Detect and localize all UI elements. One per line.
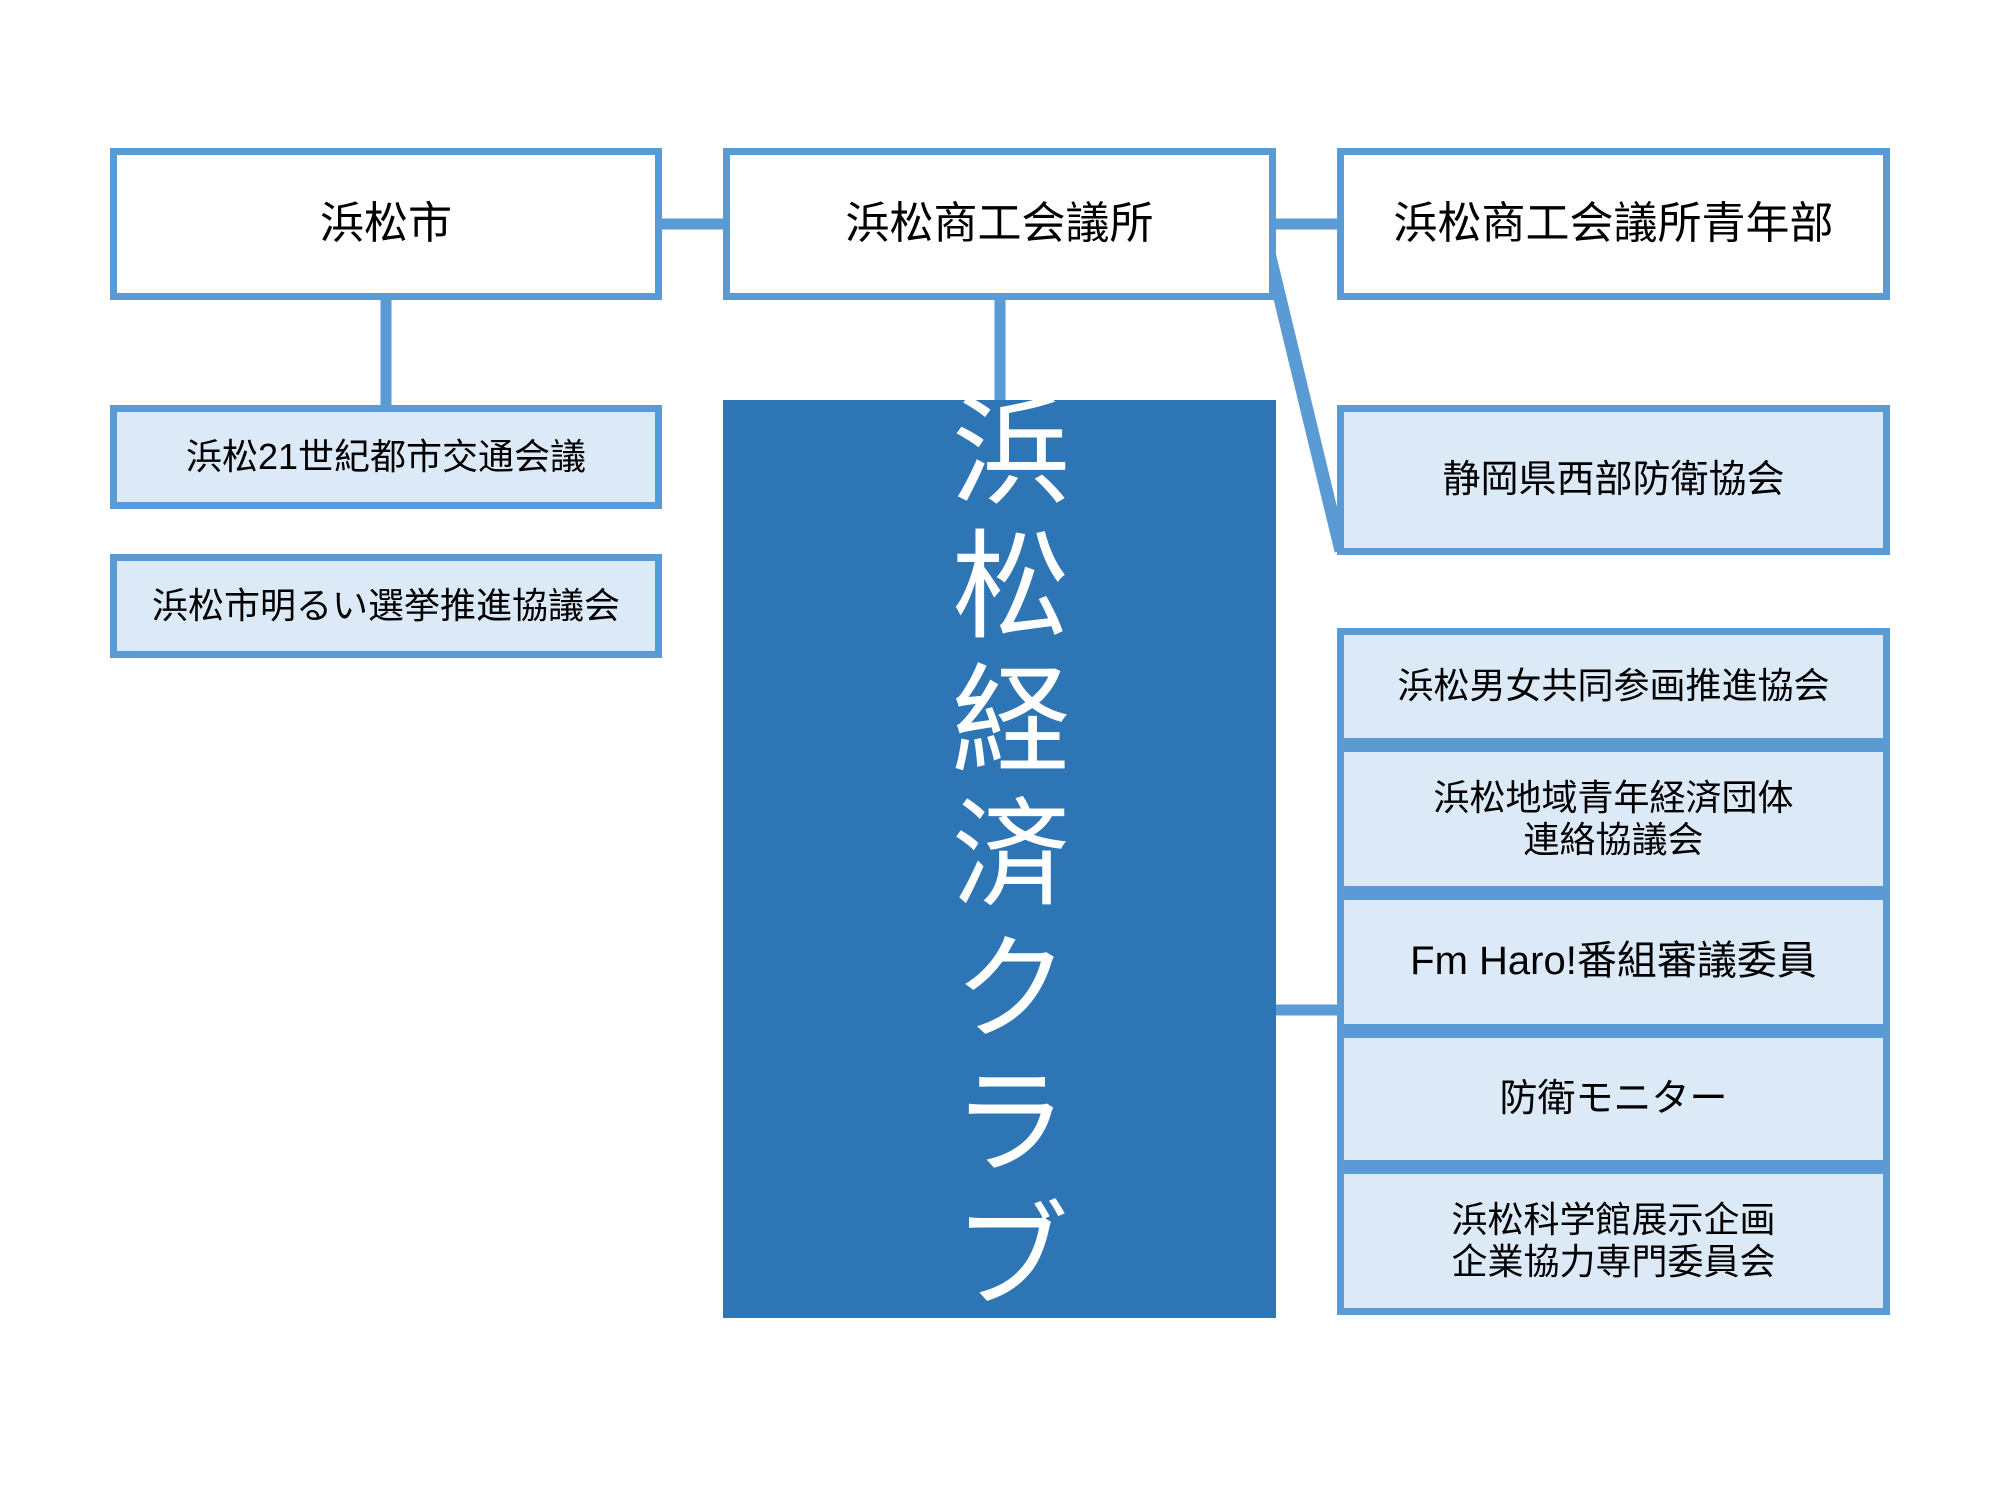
- node-label: 浜松男女共同参画推進協会: [1397, 665, 1830, 707]
- node-shizuoka-western-defense-association[interactable]: 静岡県西部防衛協会: [1337, 405, 1890, 555]
- node-bright-election-promotion-council[interactable]: 浜松市明るい選挙推進協議会: [110, 554, 662, 658]
- node-label: 浜松21世紀都市交通会議: [185, 435, 587, 477]
- node-science-museum-exhibit-corporate-cooperation-committee[interactable]: 浜松科学館展示企画 企業協力専門委員会: [1337, 1167, 1890, 1315]
- node-label: 浜松商工会議所: [845, 199, 1154, 249]
- node-label: 浜松市: [320, 199, 452, 249]
- node-chamber-of-commerce-youth-division[interactable]: 浜松商工会議所青年部: [1337, 148, 1890, 300]
- node-hamamatsu-city[interactable]: 浜松市: [110, 148, 662, 300]
- node-label: 浜松地域青年経済団体 連絡協議会: [1433, 776, 1794, 860]
- node-hamamatsu-chamber-of-commerce[interactable]: 浜松商工会議所: [723, 148, 1276, 300]
- node-label: Fm Haro!番組審議委員: [1410, 939, 1817, 984]
- node-regional-youth-economic-organizations-liaison-council[interactable]: 浜松地域青年経済団体 連絡協議会: [1337, 745, 1890, 893]
- node-label: 浜松商工会議所青年部: [1393, 199, 1834, 249]
- node-label: 浜松科学館展示企画 企業協力専門委員会: [1451, 1198, 1776, 1282]
- node-hamamatsu-21st-century-urban-traffic-council[interactable]: 浜松21世紀都市交通会議: [110, 405, 662, 509]
- node-label: 防衛モニター: [1499, 1077, 1728, 1120]
- node-defense-monitor[interactable]: 防衛モニター: [1337, 1031, 1890, 1167]
- node-fm-haro-program-review-committee[interactable]: Fm Haro!番組審議委員: [1337, 893, 1890, 1031]
- connector-cci-to-defense: [1256, 226, 1348, 553]
- node-hamamatsu-economic-club[interactable]: 浜松経済クラブ: [723, 390, 1276, 1328]
- node-label: 浜松市明るい選挙推進協議会: [151, 584, 620, 626]
- node-label: 静岡県西部防衛協会: [1442, 458, 1785, 501]
- node-label-vertical: 浜松経済クラブ: [933, 390, 1066, 1328]
- node-gender-equality-promotion-association[interactable]: 浜松男女共同参画推進協会: [1337, 628, 1890, 745]
